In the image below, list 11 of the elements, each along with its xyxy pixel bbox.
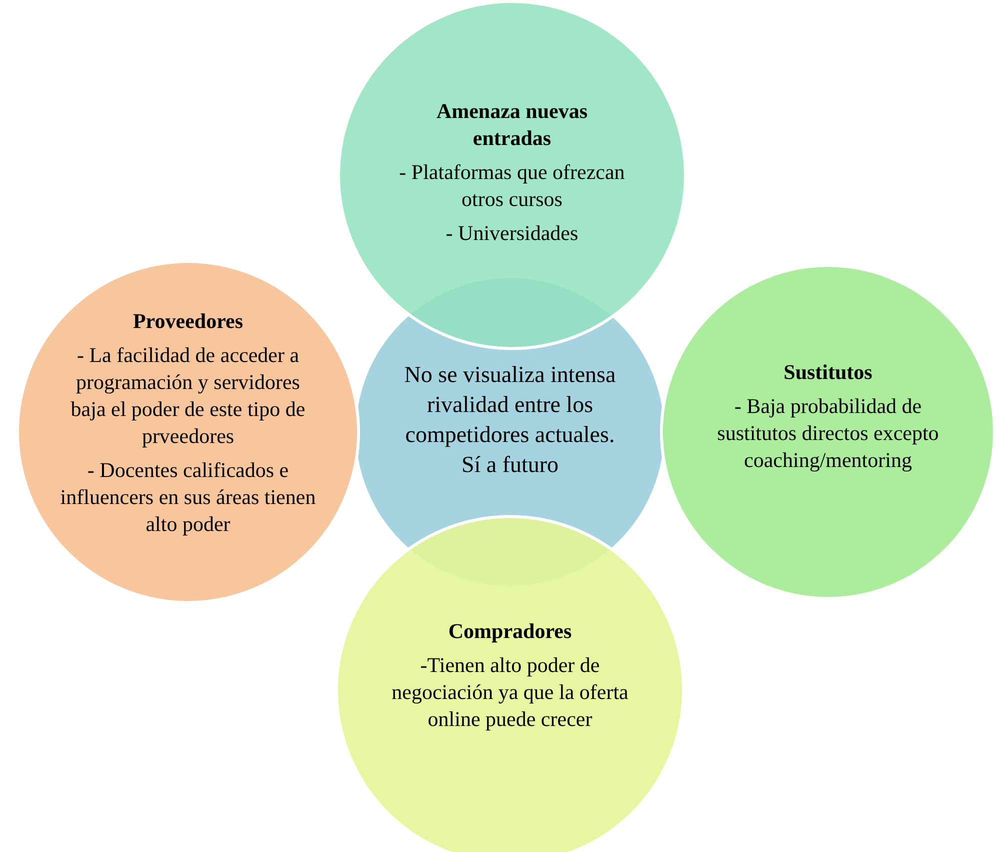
circle-title: Sustitutos — [782, 359, 874, 386]
circle-text: - Docentes calificados e influencers en sus áreas tienen alto poder — [59, 457, 317, 538]
circle-text: - Universidades — [444, 220, 580, 247]
circle-text: - La facilidad de acceder a programación y servidores baja el poder de este tipo de prveedores — [70, 342, 306, 450]
circle-title: Compradores — [447, 618, 573, 645]
circle-text: No se visualiza intensa rivalidad entre los competidores actuales. Sí a futuro — [403, 361, 617, 479]
circle-text: - Baja probabilidad de sustitutos directos excepto coaching/mentoring — [716, 393, 940, 474]
circle-text: -Tienen alto poder de negociación ya que la oferta online puede crecer — [390, 652, 630, 733]
circle-text: - Plataformas que ofrezcan otros cursos — [398, 159, 626, 213]
circle-title: Proveedores — [132, 308, 244, 335]
circle-title: Amenaza nuevas entradas — [435, 98, 589, 152]
